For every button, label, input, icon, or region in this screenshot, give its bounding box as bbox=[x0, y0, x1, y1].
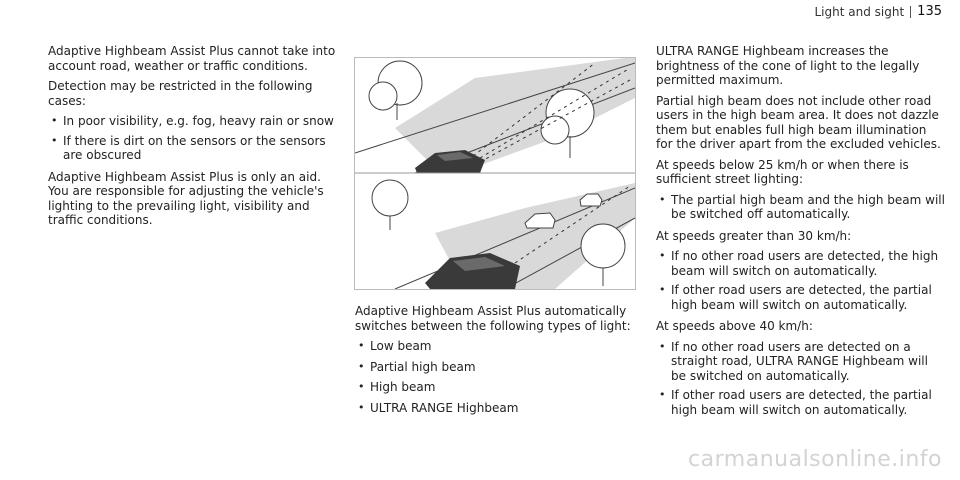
light-types-list: •Low beam •Partial high beam •High beam … bbox=[355, 339, 638, 415]
paragraph: Adaptive Highbeam Assist Plus automatica… bbox=[355, 304, 631, 333]
top-panel bbox=[355, 58, 635, 173]
car-icon bbox=[415, 150, 485, 173]
bullet-list: •If no other road users are detected on … bbox=[656, 340, 946, 418]
light-rays bbox=[472, 62, 631, 163]
page-number: 135 bbox=[917, 4, 942, 19]
list-item: •If other road users are detected, the p… bbox=[659, 283, 932, 312]
section-title: Light and sight bbox=[814, 4, 905, 19]
middle-column: Adaptive Highbeam Assist Plus automatica… bbox=[355, 304, 638, 422]
list-item: •High beam bbox=[358, 380, 436, 394]
right-column: ULTRA RANGE Highbeam increases the brigh… bbox=[656, 44, 946, 424]
bullet-list: •If no other road users are detected, th… bbox=[656, 249, 946, 312]
light-rays bbox=[514, 185, 631, 264]
car-icon bbox=[579, 193, 603, 207]
list-item: •If no other road users are detected, th… bbox=[659, 249, 939, 278]
paragraph: Partial high beam does not include other… bbox=[656, 93, 941, 152]
bullet-icon: • bbox=[659, 388, 666, 401]
list-item: •In poor visibility, e.g. fog, heavy rai… bbox=[51, 114, 334, 128]
bullet-icon: • bbox=[358, 339, 365, 352]
paragraph: Detection may be restricted in the follo… bbox=[48, 79, 313, 108]
bullet-icon: • bbox=[659, 249, 666, 262]
bullet-icon: • bbox=[659, 283, 666, 296]
bullet-icon: • bbox=[51, 114, 58, 127]
highbeam-illustration bbox=[354, 57, 636, 290]
paragraph: Adaptive Highbeam Assist Plus is only an… bbox=[48, 169, 324, 228]
paragraph: Adaptive Highbeam Assist Plus cannot tak… bbox=[48, 44, 336, 73]
tree-icon bbox=[371, 179, 409, 230]
bullet-icon: • bbox=[51, 133, 58, 147]
bullet-icon: • bbox=[659, 192, 666, 206]
bullet-list: •In poor visibility, e.g. fog, heavy rai… bbox=[48, 114, 340, 163]
watermark: carmanualsonline.info bbox=[688, 447, 942, 472]
bullet-list: •The partial high beam and the high beam… bbox=[656, 193, 946, 222]
paragraph: At speeds below 25 km/h or when there is… bbox=[656, 157, 909, 187]
list-item: •ULTRA RANGE Highbeam bbox=[358, 400, 519, 415]
car-icon bbox=[524, 212, 556, 229]
paragraph: ULTRA RANGE Highbeam increases the brigh… bbox=[656, 44, 920, 87]
bullet-icon: • bbox=[358, 400, 365, 414]
list-item: •The partial high beam and the high beam… bbox=[659, 192, 945, 222]
bottom-panel bbox=[355, 174, 635, 289]
paragraph: At speeds greater than 30 km/h: bbox=[656, 228, 852, 243]
list-item: •If there is dirt on the sensors or the … bbox=[51, 133, 326, 163]
bullet-icon: • bbox=[358, 359, 365, 373]
header-divider bbox=[910, 5, 912, 18]
car-icon bbox=[425, 253, 520, 289]
page-header: Light and sight 135 bbox=[815, 4, 943, 19]
list-item: •If no other road users are detected on … bbox=[659, 339, 928, 383]
bullet-icon: • bbox=[358, 380, 365, 393]
list-item: •Low beam bbox=[358, 339, 432, 353]
beam-cone bbox=[395, 58, 635, 173]
tree-icon bbox=[540, 88, 595, 158]
bullet-icon: • bbox=[659, 339, 666, 353]
list-item: •Partial high beam bbox=[358, 359, 476, 374]
tree-icon bbox=[580, 223, 626, 286]
paragraph: At speeds above 40 km/h: bbox=[656, 319, 813, 333]
list-item: •If other road users are detected, the p… bbox=[659, 388, 932, 417]
illustration-svg bbox=[355, 58, 635, 289]
tree-icon bbox=[368, 60, 423, 120]
left-column: Adaptive Highbeam Assist Plus cannot tak… bbox=[48, 44, 340, 234]
